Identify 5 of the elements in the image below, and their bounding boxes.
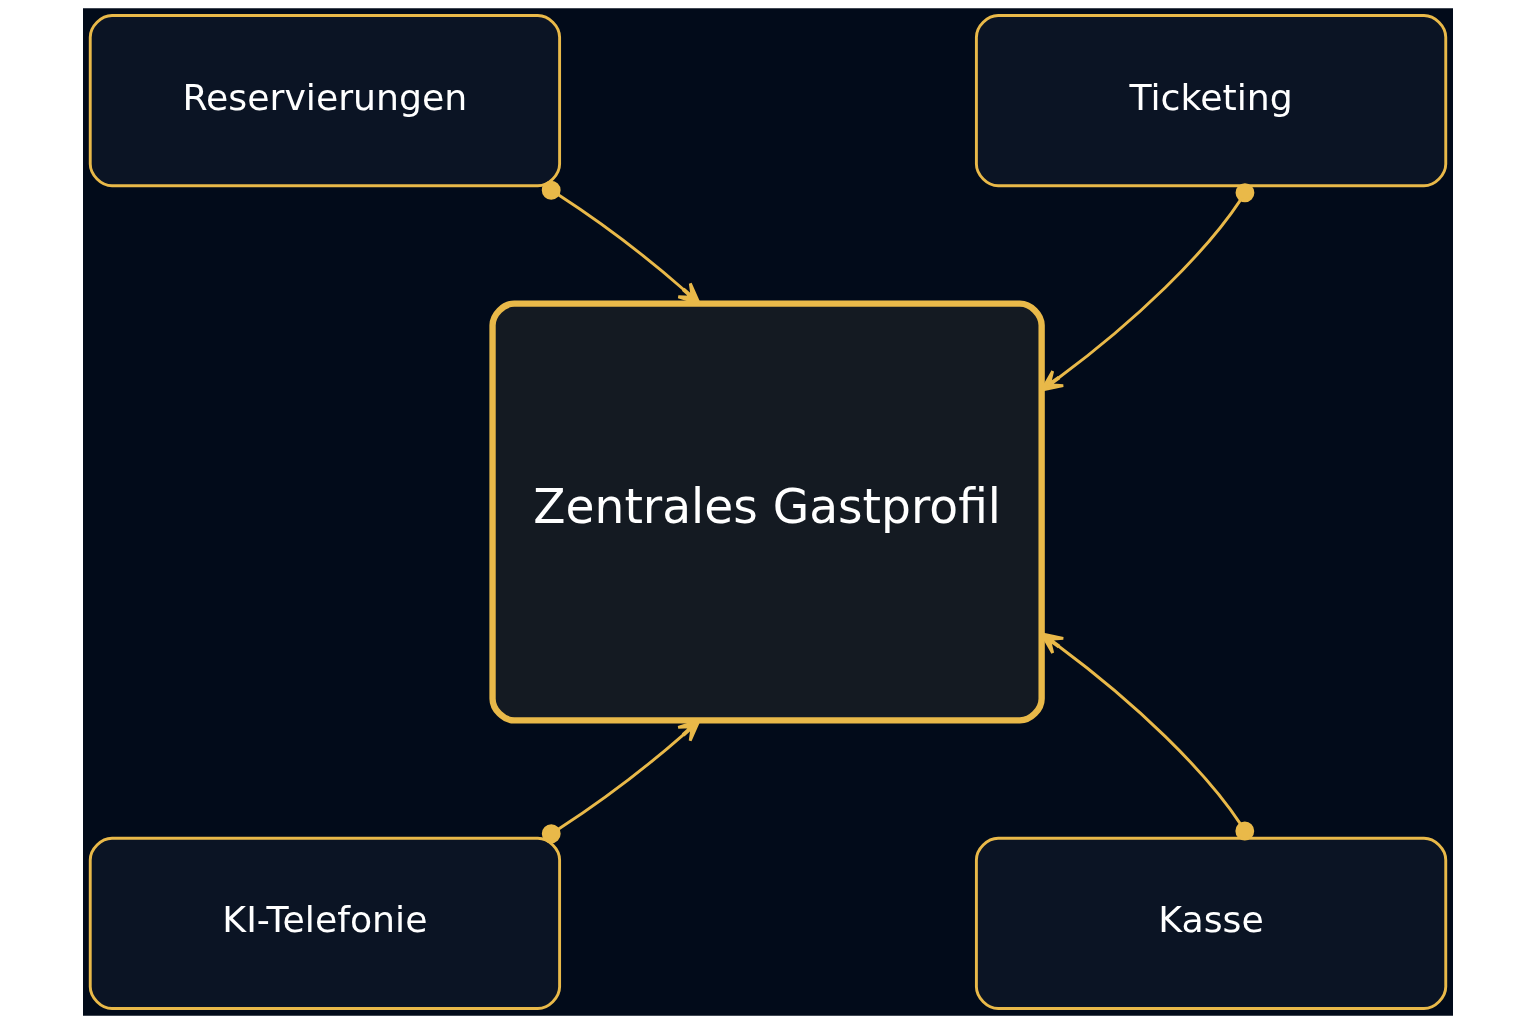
node-box: KI-Telefonie (88, 836, 562, 1010)
node-box: Kasse (974, 836, 1448, 1010)
node-box: Ticketing (974, 14, 1448, 188)
node-box: Zentrales Gastprofil (489, 300, 1045, 724)
node-box: Reservierungen (88, 14, 562, 188)
